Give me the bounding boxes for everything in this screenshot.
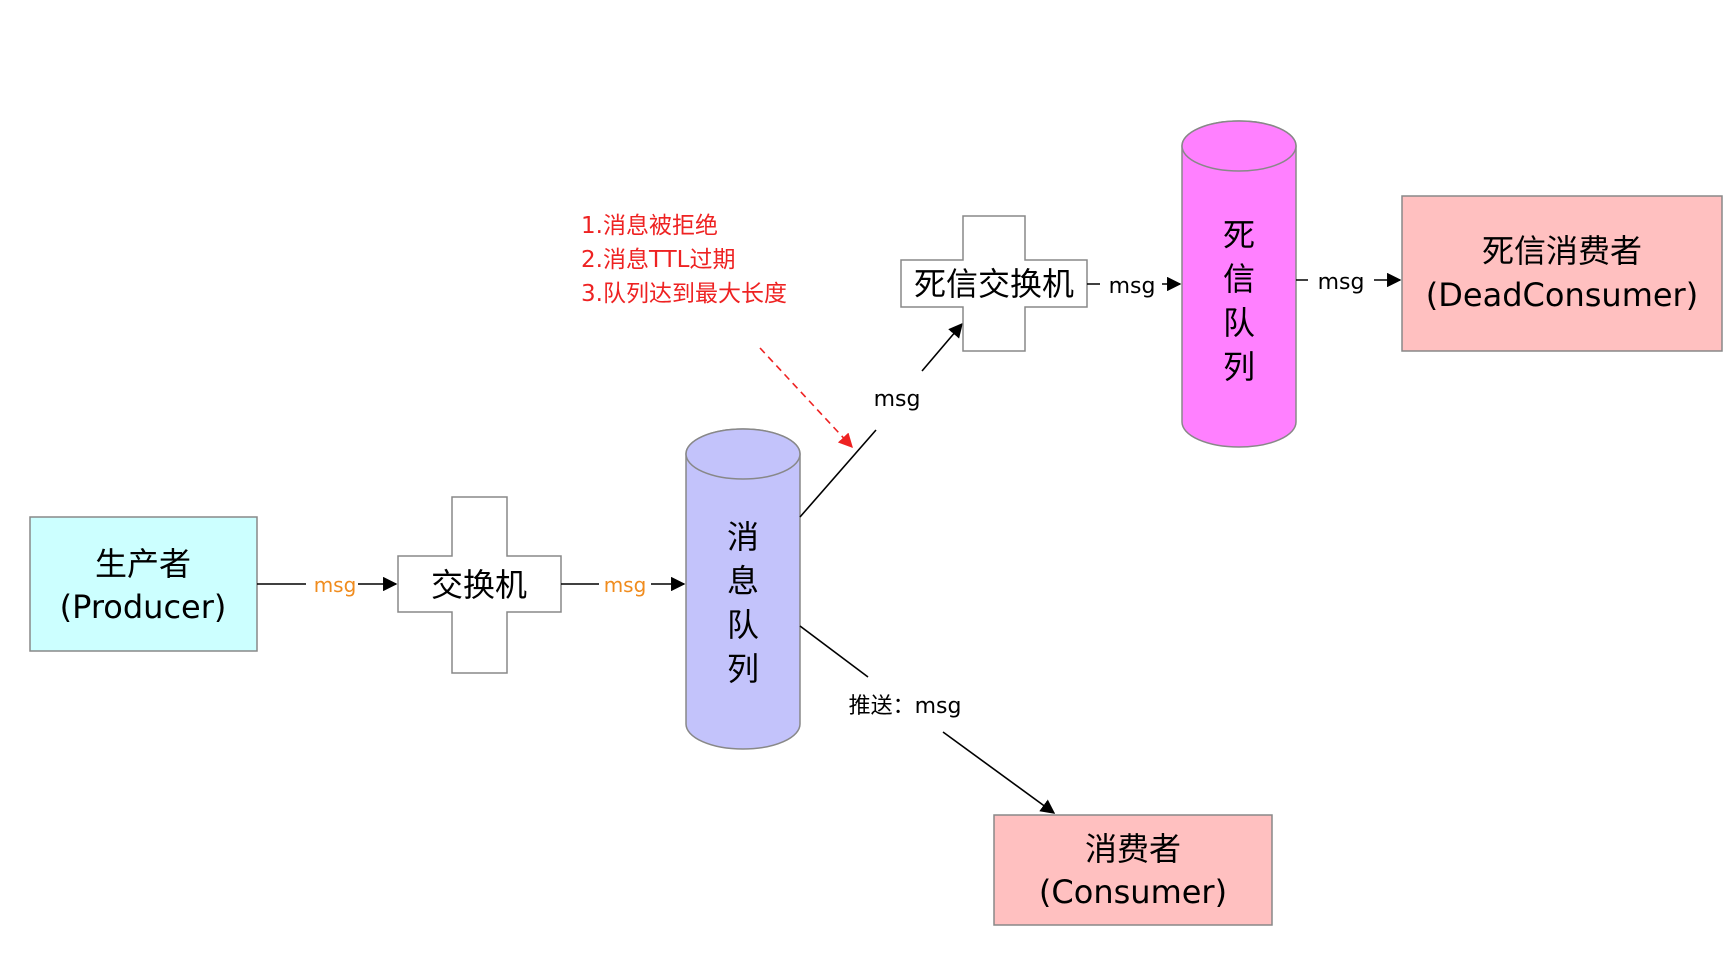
exchange-node: 交换机 (397, 496, 562, 674)
dead-consumer-label: 死信消费者 (1482, 232, 1642, 270)
queue-char-3: 队 (727, 606, 759, 644)
dead-exchange-label: 死信交换机 (914, 265, 1074, 303)
edge-dead-exchange-dead-queue: msg (1087, 269, 1182, 299)
edge-label-queue-dead-exchange: msg (874, 387, 921, 412)
queue-node: 消 息 队 列 (685, 428, 801, 750)
consumer-node: 消费者 (Consumer) (993, 814, 1273, 926)
condition-2: 2.消息TTL过期 (581, 247, 735, 273)
dead-queue-char-4: 列 (1223, 348, 1255, 386)
dead-consumer-node: 死信消费者 (DeadConsumer) (1401, 195, 1723, 352)
edge-exchange-queue: msg (561, 570, 686, 598)
producer-node: 生产者 (Producer) (29, 516, 258, 652)
edge-label-queue-consumer: 推送：msg (849, 694, 962, 719)
consumer-sublabel: (Consumer) (1039, 873, 1227, 911)
condition-3: 3.队列达到最大长度 (581, 281, 787, 307)
queue-char-4: 列 (727, 650, 759, 688)
edge-label-producer-exchange: msg (314, 573, 357, 597)
consumer-label: 消费者 (1085, 830, 1181, 868)
edge-producer-exchange: msg (257, 570, 398, 598)
producer-label: 生产者 (95, 545, 191, 583)
dead-queue-node: 死 信 队 列 (1181, 120, 1297, 448)
dead-exchange-node: 死信交换机 (900, 215, 1088, 352)
condition-1: 1.消息被拒绝 (581, 213, 718, 239)
dead-letter-conditions: 1.消息被拒绝 2.消息TTL过期 3.队列达到最大长度 (581, 213, 853, 449)
edge-dead-queue-dead-consumer: msg (1296, 265, 1402, 295)
queue-char-2: 息 (727, 562, 759, 600)
condition-arrow (759, 347, 853, 449)
dead-queue-char-3: 队 (1223, 304, 1255, 342)
edge-label-dead-exchange-dead-queue: msg (1109, 274, 1156, 299)
dead-consumer-sublabel: (DeadConsumer) (1426, 276, 1698, 314)
dead-queue-char-1: 死 (1223, 216, 1255, 254)
producer-sublabel: (Producer) (60, 588, 227, 626)
edge-label-dead-queue-dead-consumer: msg (1318, 270, 1365, 295)
dead-queue-char-2: 信 (1223, 260, 1255, 298)
edge-label-exchange-queue: msg (604, 573, 647, 597)
edge-queue-consumer: 推送：msg (799, 625, 1056, 814)
edge-queue-dead-exchange: msg (799, 322, 963, 518)
queue-char-1: 消 (727, 518, 759, 556)
exchange-label: 交换机 (431, 566, 527, 604)
